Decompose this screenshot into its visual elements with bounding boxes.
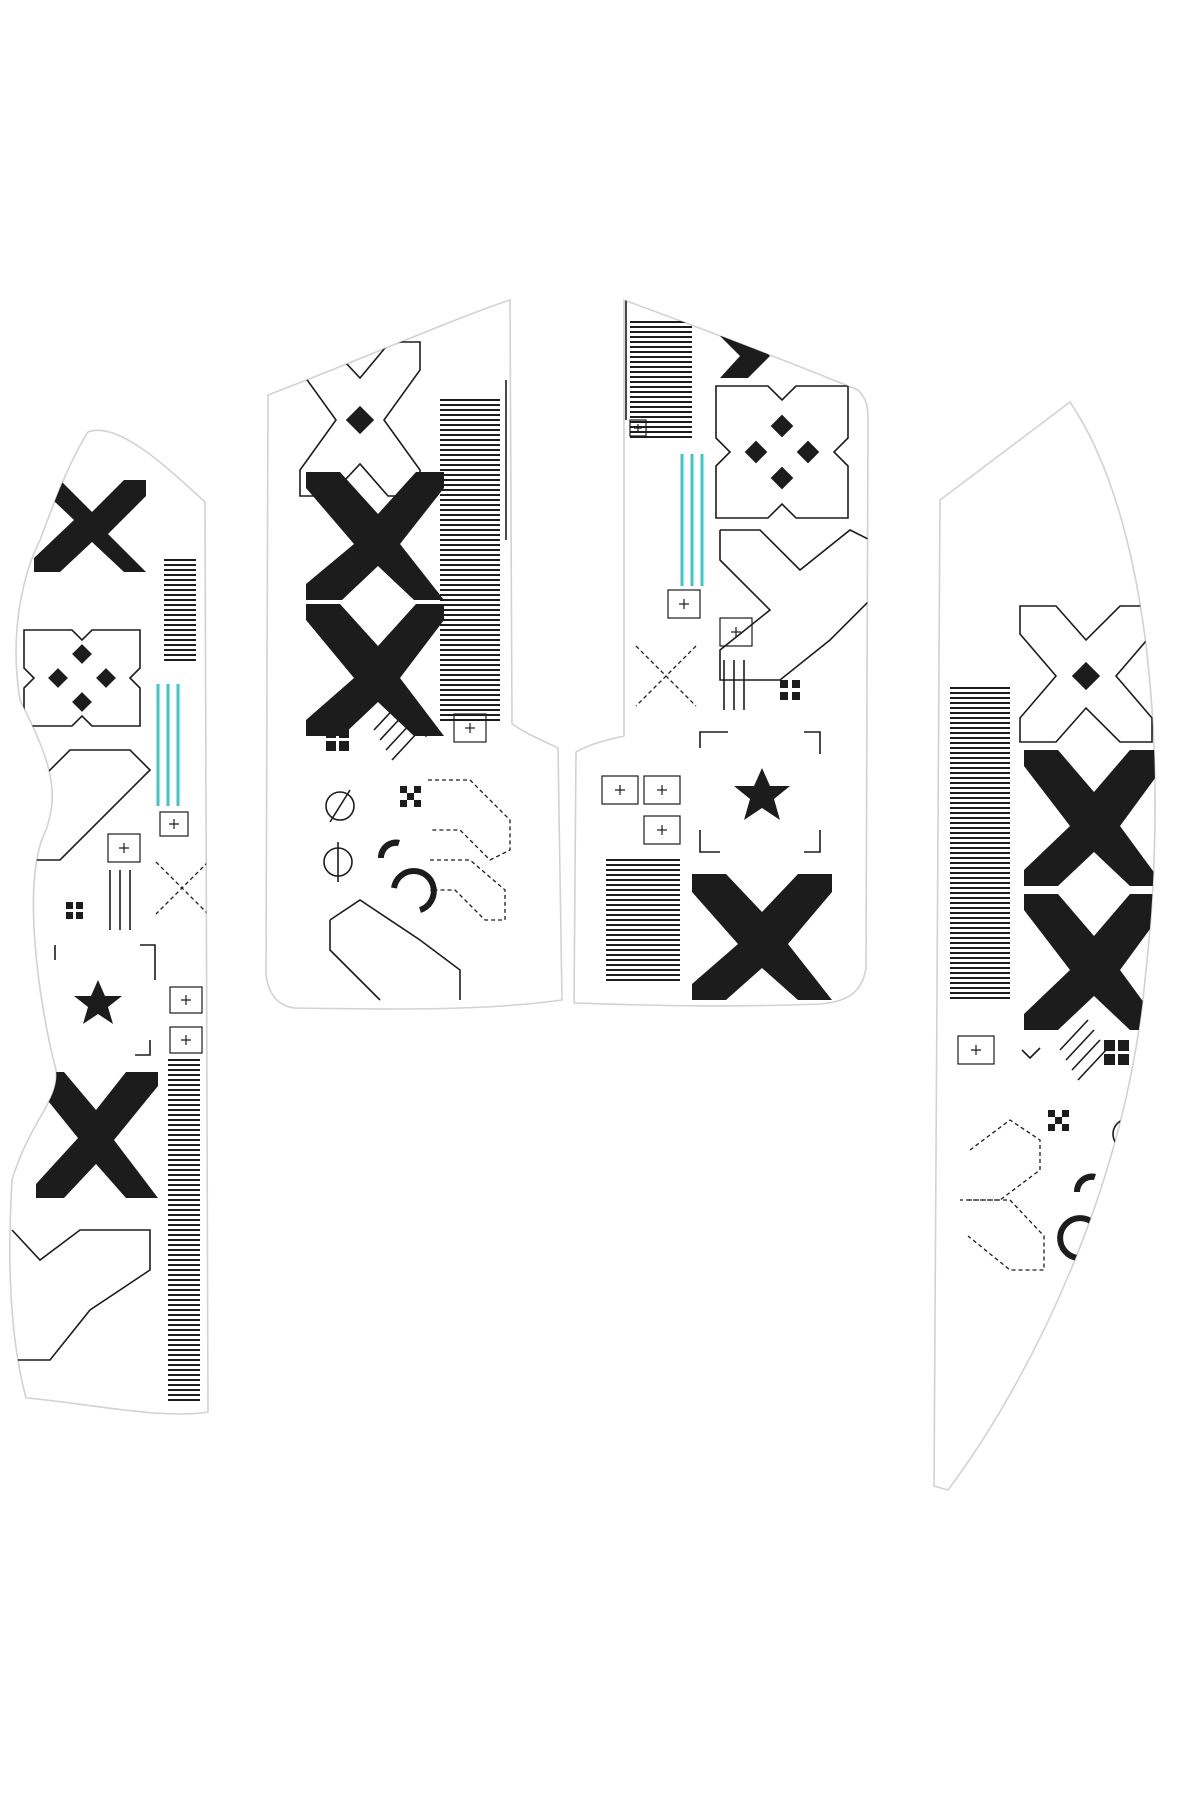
crosshair-box-icon bbox=[169, 986, 203, 1014]
left-button-grip bbox=[265, 299, 563, 1010]
left-side-grip bbox=[9, 429, 209, 1415]
crosshair-box-icon bbox=[107, 833, 141, 863]
crosshair-box-icon bbox=[159, 811, 189, 837]
null-circle-icon bbox=[323, 789, 355, 882]
x-mark-icon bbox=[1024, 894, 1156, 1030]
dashed-x-icon bbox=[635, 645, 697, 707]
crosshair-box-icon bbox=[719, 617, 753, 647]
star-icon bbox=[74, 980, 122, 1024]
x-mark-icon bbox=[306, 472, 444, 600]
crosshair-box-icon bbox=[629, 419, 647, 437]
diamond-cross-icon bbox=[1019, 605, 1153, 743]
crosshair-box-icon bbox=[957, 1035, 995, 1065]
x-mark-icon bbox=[36, 1072, 158, 1198]
dashed-x-icon bbox=[155, 861, 208, 915]
right-side-grip bbox=[933, 401, 1156, 1491]
x-mark-icon bbox=[1024, 750, 1156, 886]
teal-lines-icon bbox=[680, 454, 704, 586]
dashed-x-icon bbox=[428, 779, 511, 921]
barcode-lines-icon bbox=[164, 559, 196, 661]
teal-lines-icon bbox=[156, 684, 180, 806]
crosshair-box-icon bbox=[453, 713, 487, 743]
right-button-grip bbox=[573, 299, 869, 1007]
dashed-x-icon bbox=[960, 1119, 1045, 1271]
barcode-lines-icon bbox=[630, 321, 692, 438]
crosshair-box-icon bbox=[601, 775, 639, 805]
barcode-lines-icon bbox=[606, 859, 680, 981]
bars-icon bbox=[109, 870, 131, 930]
square-grid-icon bbox=[1104, 1040, 1129, 1065]
bars-icon bbox=[723, 660, 745, 710]
slash-lines-icon bbox=[373, 701, 419, 761]
slash-lines-icon bbox=[1059, 1019, 1107, 1081]
pixel-pattern-icon bbox=[1048, 1110, 1069, 1131]
x-mark-icon bbox=[306, 604, 444, 736]
x-mark-icon bbox=[692, 874, 832, 1000]
barcode-lines-icon bbox=[950, 687, 1010, 999]
pixel-pattern-icon bbox=[400, 786, 421, 807]
barcode-lines-icon bbox=[168, 1059, 200, 1401]
crosshair-box-icon bbox=[643, 775, 681, 805]
crosshair-box-icon bbox=[169, 1026, 203, 1054]
square-grid-icon bbox=[66, 902, 83, 919]
square-grid-icon bbox=[326, 728, 349, 751]
crosshair-box-icon bbox=[667, 589, 701, 619]
x-mark-icon bbox=[34, 480, 146, 572]
square-grid-icon bbox=[780, 680, 800, 700]
star-icon bbox=[734, 768, 790, 820]
crosshair-box-icon bbox=[643, 815, 681, 845]
barcode-lines-icon bbox=[440, 399, 500, 721]
